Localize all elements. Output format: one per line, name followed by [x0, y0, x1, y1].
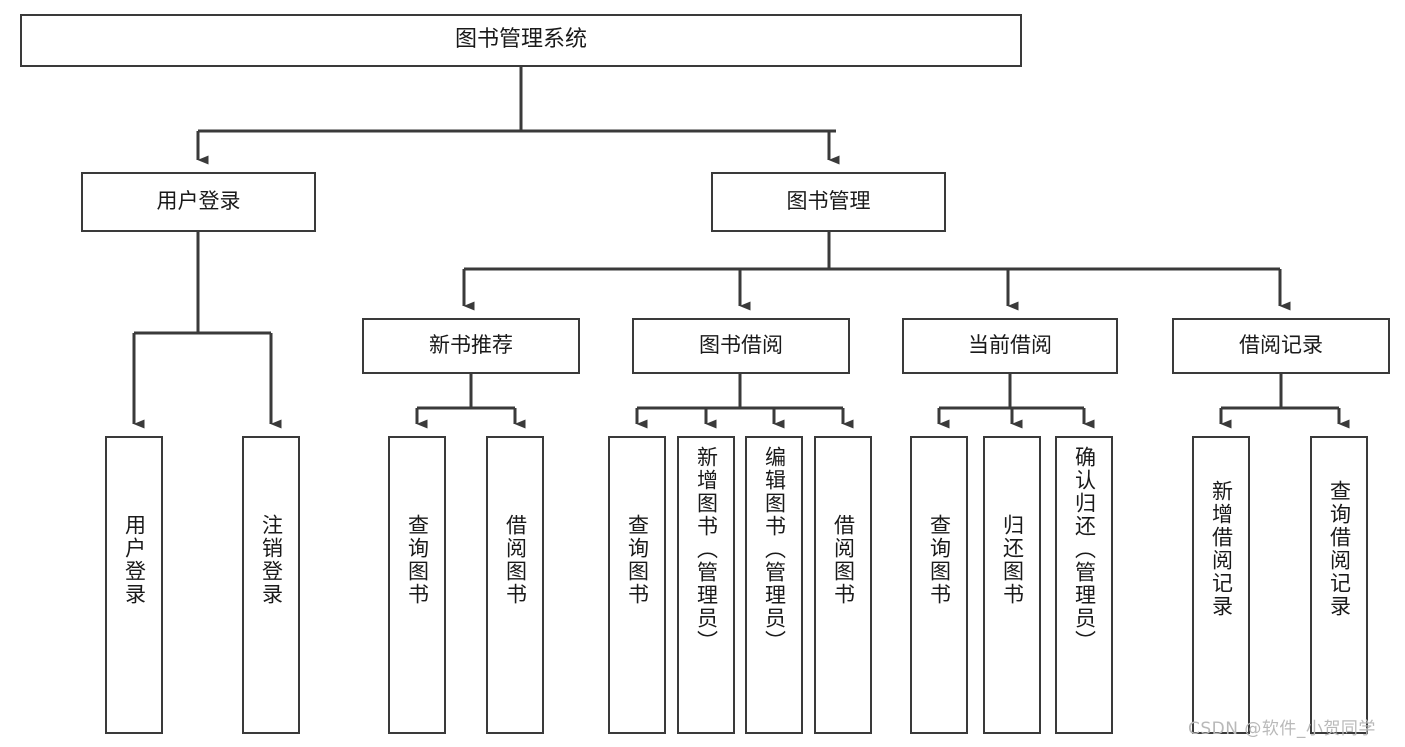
node-leaf-borrow-book-1-label: 借阅图书	[503, 514, 528, 606]
node-leaf-add-record[interactable]: 新增借阅记录	[1192, 436, 1250, 734]
watermark: CSDN @软件_小贺同学	[1188, 714, 1376, 739]
node-leaf-query-book-3-label: 查询图书	[927, 514, 952, 606]
node-leaf-add-book-label: 新增图书（管理员）	[694, 446, 719, 653]
node-leaf-edit-book[interactable]: 编辑图书（管理员）	[745, 436, 803, 734]
node-leaf-user-logout[interactable]: 注销登录	[242, 436, 300, 734]
node-leaf-query-record[interactable]: 查询借阅记录	[1310, 436, 1368, 734]
node-leaf-query-record-label: 查询借阅记录	[1327, 480, 1352, 618]
node-leaf-borrow-book-1[interactable]: 借阅图书	[486, 436, 544, 734]
node-leaf-borrow-book-2-label: 借阅图书	[831, 514, 856, 606]
node-current-borrow-label: 当前借阅	[968, 333, 1052, 358]
node-leaf-add-record-label: 新增借阅记录	[1209, 480, 1234, 618]
node-leaf-return-book-label: 归还图书	[1000, 514, 1025, 606]
node-leaf-confirm-return[interactable]: 确认归还（管理员）	[1055, 436, 1113, 734]
node-book-borrow[interactable]: 图书借阅	[632, 318, 850, 374]
node-root[interactable]: 图书管理系统	[20, 14, 1022, 67]
watermark-text: CSDN @软件_小贺同学	[1188, 719, 1376, 739]
node-root-label: 图书管理系统	[454, 27, 587, 53]
node-leaf-return-book[interactable]: 归还图书	[983, 436, 1041, 734]
node-leaf-confirm-return-label: 确认归还（管理员）	[1072, 446, 1097, 653]
node-new-book-rec-label: 新书推荐	[429, 333, 513, 358]
node-borrow-record-label: 借阅记录	[1239, 333, 1323, 358]
node-leaf-query-book-1-label: 查询图书	[405, 514, 430, 606]
node-leaf-query-book-2-label: 查询图书	[625, 514, 650, 606]
node-current-borrow[interactable]: 当前借阅	[902, 318, 1118, 374]
node-user-login[interactable]: 用户登录	[81, 172, 316, 232]
node-new-book-rec[interactable]: 新书推荐	[362, 318, 580, 374]
node-leaf-query-book-1[interactable]: 查询图书	[388, 436, 446, 734]
node-leaf-edit-book-label: 编辑图书（管理员）	[762, 446, 787, 653]
node-leaf-query-book-3[interactable]: 查询图书	[910, 436, 968, 734]
node-leaf-query-book-2[interactable]: 查询图书	[608, 436, 666, 734]
node-leaf-borrow-book-2[interactable]: 借阅图书	[814, 436, 872, 734]
node-leaf-user-login-label: 用户登录	[122, 514, 147, 606]
node-leaf-user-logout-label: 注销登录	[259, 514, 284, 606]
node-book-manage[interactable]: 图书管理	[711, 172, 946, 232]
node-book-borrow-label: 图书借阅	[699, 333, 783, 358]
node-user-login-label: 用户登录	[156, 189, 241, 214]
node-borrow-record[interactable]: 借阅记录	[1172, 318, 1390, 374]
node-leaf-add-book[interactable]: 新增图书（管理员）	[677, 436, 735, 734]
node-leaf-user-login[interactable]: 用户登录	[105, 436, 163, 734]
node-book-manage-label: 图书管理	[786, 189, 871, 214]
